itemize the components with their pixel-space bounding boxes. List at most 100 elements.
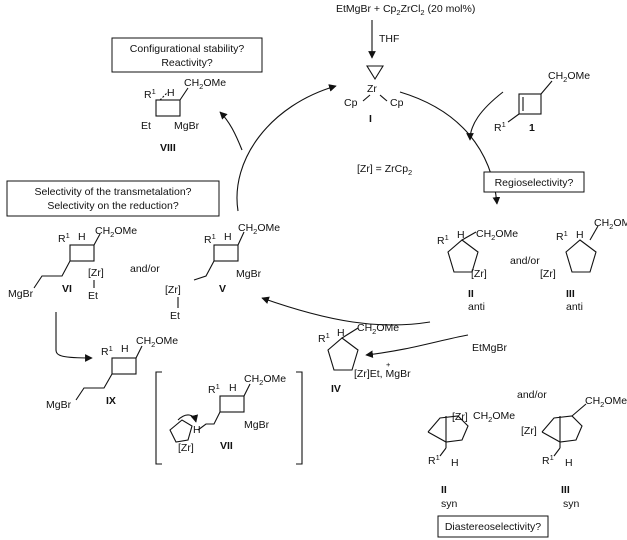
- compound-label-VI: VI: [62, 283, 72, 295]
- svg-text:MgBr: MgBr: [8, 288, 34, 300]
- compound-label-III-anti: III: [566, 288, 575, 300]
- svg-text:R1: R1: [494, 120, 506, 134]
- svg-text:R1: R1: [204, 232, 216, 246]
- svg-text:CH2OMe: CH2OMe: [548, 70, 590, 84]
- svg-text:[Zr]: [Zr]: [178, 442, 194, 454]
- svg-text:R1: R1: [208, 382, 220, 396]
- compound-label-III-syn: III: [561, 484, 570, 496]
- svg-text:H: H: [576, 229, 584, 241]
- svg-text:syn: syn: [563, 498, 580, 510]
- svg-text:Regioselectivity?: Regioselectivity?: [495, 177, 574, 189]
- svg-text:R1: R1: [58, 231, 70, 245]
- svg-text:CH2OMe: CH2OMe: [95, 225, 137, 239]
- and-or-anti-syn: and/or: [517, 389, 547, 401]
- svg-text:[Zr]: [Zr]: [540, 268, 556, 280]
- cycle-arrow-to-V: [261, 296, 431, 326]
- svg-text:R1: R1: [101, 344, 113, 358]
- compound-III-syn: [Zr] CH2OMe R1 H III syn: [521, 395, 627, 510]
- svg-text:CH2OMe: CH2OMe: [594, 217, 627, 231]
- compound-II-anti: CH2OMe R1 H [Zr] II anti: [437, 228, 518, 313]
- svg-text:MgBr: MgBr: [174, 120, 200, 132]
- arrow-VI-to-IX: [55, 312, 93, 362]
- compound-label-I: I: [369, 113, 372, 125]
- compound-label-IX: IX: [106, 395, 116, 407]
- compound-VI: CH2OMe R1 H MgBr [Zr] Et VI: [8, 225, 137, 302]
- svg-text:H: H: [78, 231, 86, 243]
- compound-label-VIII: VIII: [160, 142, 176, 154]
- compound-V: CH2OMe R1 H MgBr [Zr] Et V: [165, 222, 280, 322]
- svg-text:[Zr]: [Zr]: [165, 284, 181, 296]
- catalyst-I: Zr Cp Cp I: [344, 65, 404, 125]
- svg-text:Et: Et: [141, 120, 151, 132]
- svg-text:R1: R1: [437, 233, 449, 247]
- svg-text:CH2OMe: CH2OMe: [585, 395, 627, 409]
- svg-text:[Zr]: [Zr]: [88, 267, 104, 279]
- svg-text:CH2OMe: CH2OMe: [238, 222, 280, 236]
- compound-label-IV: IV: [331, 383, 341, 395]
- and-or-VI-V: and/or: [130, 263, 160, 275]
- svg-text:MgBr: MgBr: [244, 419, 270, 431]
- compound-label-1: 1: [529, 122, 535, 134]
- svg-text:[Zr]: [Zr]: [471, 268, 487, 280]
- etmgbr-arrow: [365, 334, 469, 359]
- compound-VII: [Zr] H CH2OMe R1 H MgBr VII: [155, 371, 303, 465]
- compound-label-V: V: [219, 283, 226, 295]
- svg-text:Et: Et: [170, 310, 180, 322]
- svg-text:CH2OMe: CH2OMe: [136, 335, 178, 349]
- reagents-text: EtMgBr + Cp2ZrCl2 (20 mol%): [336, 3, 475, 17]
- svg-text:H: H: [224, 231, 232, 243]
- compound-IX: CH2OMe R1 H MgBr IX: [46, 335, 178, 411]
- svg-text:+: +: [386, 360, 391, 369]
- compound-II-syn: [Zr] CH2OMe R1 H II syn: [427, 410, 515, 510]
- box-transmetalation: Selectivity of the transmetalation? Sele…: [6, 180, 220, 217]
- compound-IV: CH2OMe R1 H [Zr]Et, MgBr + IV: [318, 322, 411, 395]
- svg-text:CH2OMe: CH2OMe: [473, 410, 515, 424]
- svg-text:anti: anti: [566, 301, 583, 313]
- compound-label-II-anti: II: [468, 288, 474, 300]
- cycle-arrow-to-I: [236, 84, 337, 212]
- compound-VIII: CH2OMe R1 H Et MgBr VIII: [141, 77, 226, 154]
- svg-text:[Zr]: [Zr]: [452, 411, 468, 423]
- svg-text:Selectivity on the reduction?: Selectivity on the reduction?: [47, 200, 178, 212]
- svg-text:[Zr]Et, MgBr: [Zr]Et, MgBr: [354, 368, 411, 380]
- svg-text:MgBr: MgBr: [236, 268, 262, 280]
- compound-label-VII: VII: [220, 440, 233, 452]
- svg-text:syn: syn: [441, 498, 458, 510]
- svg-text:H: H: [193, 424, 201, 436]
- svg-text:CH2OMe: CH2OMe: [184, 77, 226, 91]
- compound-III-anti: CH2OMe R1 H [Zr] III anti: [540, 217, 627, 313]
- svg-text:MgBr: MgBr: [46, 399, 72, 411]
- svg-text:H: H: [229, 382, 237, 394]
- svg-text:R1: R1: [556, 229, 568, 243]
- svg-text:CH2OMe: CH2OMe: [244, 373, 286, 387]
- etmgbr-reagent: EtMgBr: [472, 342, 508, 354]
- svg-text:Diastereoselectivity?: Diastereoselectivity?: [445, 521, 541, 533]
- svg-text:Zr: Zr: [367, 83, 377, 95]
- svg-text:CH2OMe: CH2OMe: [476, 228, 518, 242]
- box-diastereoselectivity: Diastereoselectivity?: [437, 515, 549, 538]
- arrow-to-VIII: [219, 111, 243, 151]
- cycle-arrow-to-II: [399, 91, 501, 205]
- svg-text:Cp: Cp: [344, 97, 358, 109]
- box-configurational-stability: Configurational stability? Reactivity?: [111, 37, 263, 73]
- svg-text:[Zr]: [Zr]: [521, 425, 537, 437]
- compound-label-II-syn: II: [441, 484, 447, 496]
- svg-text:R1: R1: [428, 453, 440, 467]
- svg-text:CH2OMe: CH2OMe: [357, 322, 399, 336]
- svg-text:R1: R1: [318, 331, 330, 345]
- svg-text:R1: R1: [144, 87, 156, 101]
- svg-text:Reactivity?: Reactivity?: [161, 57, 213, 69]
- box-regioselectivity: Regioselectivity?: [483, 171, 585, 193]
- svg-text:H: H: [451, 457, 459, 469]
- zr-definition: [Zr] = ZrCp2: [357, 163, 412, 177]
- svg-text:Et: Et: [88, 290, 98, 302]
- and-or-II-III: and/or: [510, 255, 540, 267]
- svg-text:H: H: [121, 343, 129, 355]
- svg-text:anti: anti: [468, 301, 485, 313]
- svg-text:R1: R1: [542, 453, 554, 467]
- svg-text:Cp: Cp: [390, 97, 404, 109]
- svg-text:H: H: [167, 87, 175, 99]
- substrate-1: CH2OMe R1 1: [494, 70, 590, 134]
- svg-text:H: H: [337, 327, 345, 339]
